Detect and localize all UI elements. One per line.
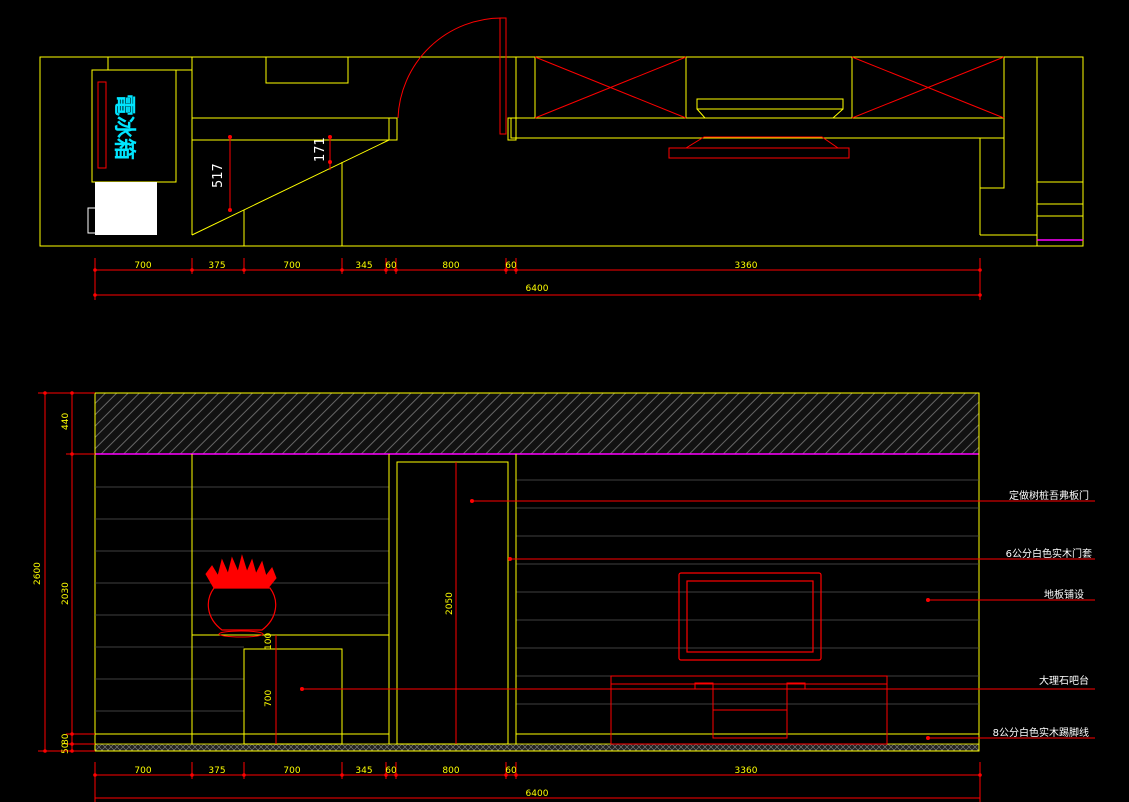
fridge-label: 電冰箱 xyxy=(111,94,137,160)
annotation-leaders xyxy=(302,500,1095,739)
annotation-skirting: 8公分白色实木踢脚线 xyxy=(993,726,1089,739)
elev-dim-8: 3360 xyxy=(735,766,758,776)
annotation-dots xyxy=(300,499,930,740)
plan-diagonal-wall xyxy=(191,139,390,236)
plan-dim-7: 60 xyxy=(505,261,517,271)
plan-dim-6: 800 xyxy=(442,261,459,271)
elev-dim-7: 60 xyxy=(505,766,517,776)
plant-pot xyxy=(205,554,277,638)
cabinet-dim-100: 100 xyxy=(264,633,274,650)
annotation-floor: 地板铺设 xyxy=(1044,588,1084,601)
plan-dim-total: 6400 xyxy=(526,284,549,294)
plan-dim-1: 700 xyxy=(134,261,151,271)
door-frame xyxy=(396,461,509,745)
elevation-left-ticks xyxy=(43,391,74,753)
plan-outer-wall xyxy=(39,56,1084,247)
elev-dim-2600: 2600 xyxy=(33,562,43,585)
plan-red-ticks xyxy=(228,135,332,212)
elev-dim-80: 80 xyxy=(61,733,71,745)
elevation-red-dims xyxy=(275,462,457,744)
elev-dim-3: 700 xyxy=(283,766,300,776)
elev-dim-total: 6400 xyxy=(526,789,549,799)
tv-screen xyxy=(678,572,822,661)
elev-dim-50: 50 xyxy=(61,742,71,754)
plan-dim-2: 375 xyxy=(208,261,225,271)
elevation-view xyxy=(94,392,980,752)
lower-cabinet xyxy=(243,648,343,745)
plan-dim-ticks xyxy=(93,268,982,297)
annotation-door: 定做树桩吾弗板门 xyxy=(1009,489,1089,502)
elev-dim-440: 440 xyxy=(61,413,71,430)
plan-counter xyxy=(265,56,349,84)
elev-dim-5: 60 xyxy=(385,766,397,776)
elev-dim-1: 700 xyxy=(134,766,151,776)
wall-board-lines-right xyxy=(516,479,979,705)
elevation-dim-ticks xyxy=(93,773,982,777)
elev-dim-2030: 2030 xyxy=(61,582,71,605)
ceiling-hatch xyxy=(94,392,980,455)
plan-dim-3: 700 xyxy=(283,261,300,271)
plan-view xyxy=(39,56,1084,247)
annotation-bar: 大理石吧台 xyxy=(1039,674,1089,687)
wall-board-lines-left xyxy=(95,486,389,712)
plan-dim-5: 60 xyxy=(385,261,397,271)
door-height-dim: 2050 xyxy=(445,592,455,615)
plan-red-elements xyxy=(97,17,1005,210)
plan-appliance xyxy=(95,182,157,235)
plan-dim-8: 3360 xyxy=(735,261,758,271)
door-swing-arc xyxy=(397,17,503,119)
elev-dim-4: 345 xyxy=(355,766,372,776)
cabinet-dim-700: 700 xyxy=(264,690,274,707)
floor-hatch xyxy=(94,743,980,752)
plan-dim-4: 345 xyxy=(355,261,372,271)
elev-dim-2: 375 xyxy=(208,766,225,776)
elevation-left-dims xyxy=(38,392,95,752)
door-leaf xyxy=(499,17,507,135)
plan-dim-517: 517 xyxy=(211,163,226,188)
elev-dim-6: 800 xyxy=(442,766,459,776)
annotation-door-trim: 6公分白色实木门套 xyxy=(1006,547,1092,560)
plan-dim-171: 171 xyxy=(313,137,328,162)
